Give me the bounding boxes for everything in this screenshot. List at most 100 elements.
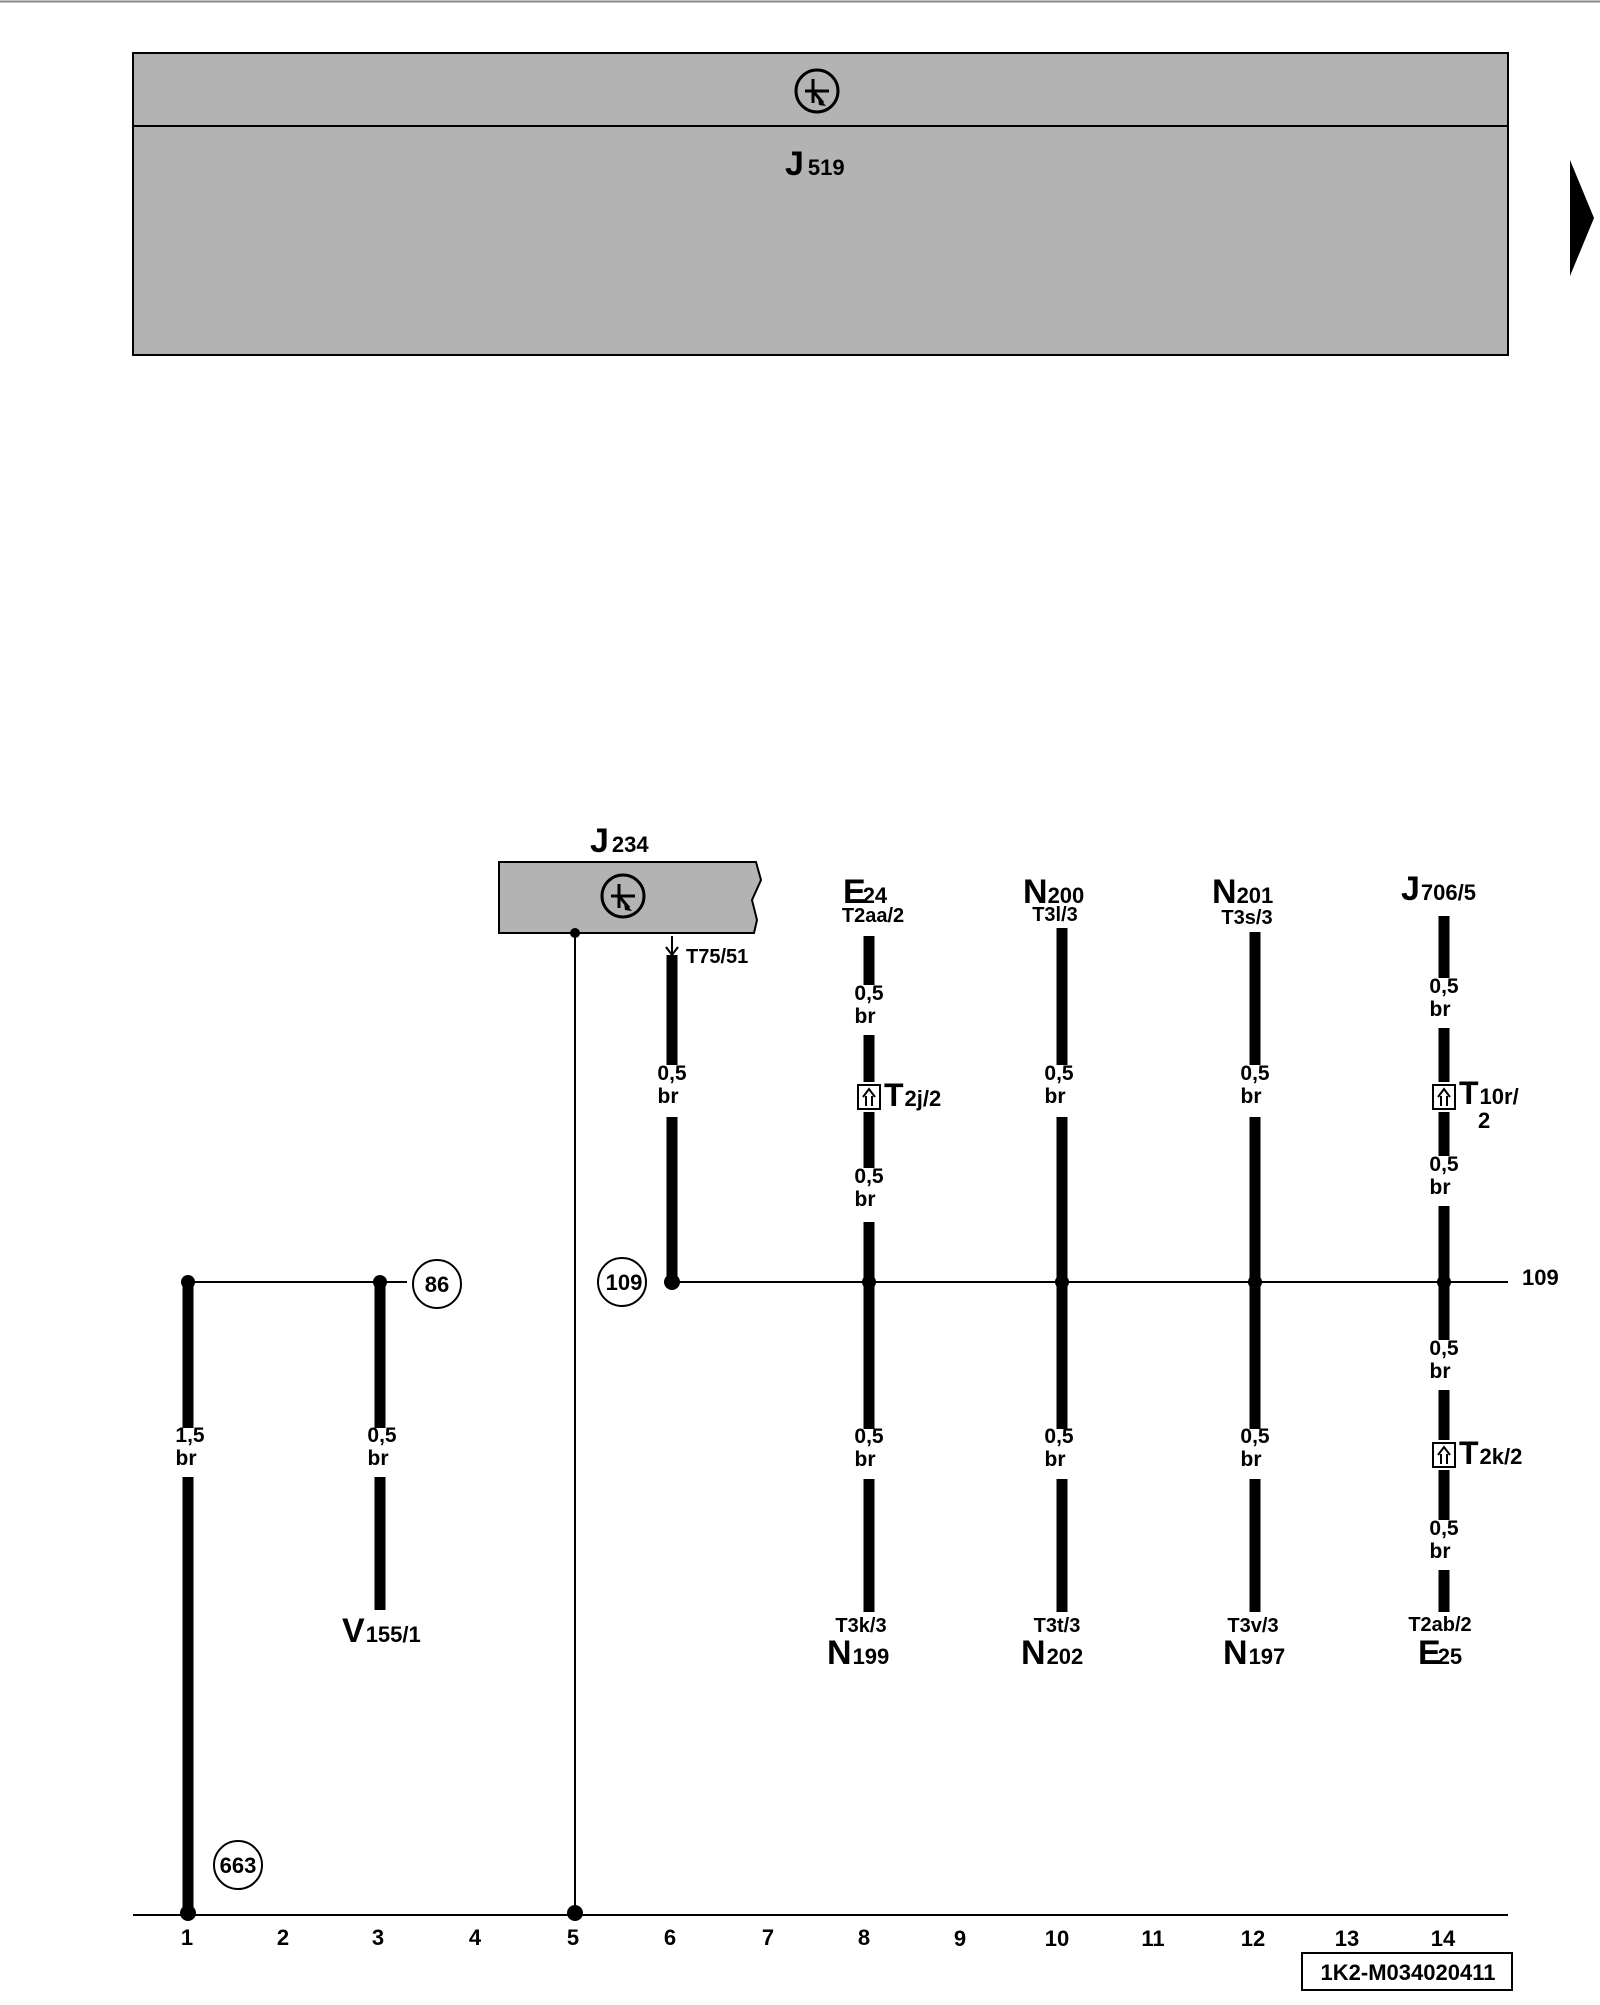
component-v155: V155/1 [342, 1612, 421, 1650]
wire-size: 0,5 [1044, 1425, 1074, 1448]
connector-icon [1432, 1084, 1456, 1110]
transistor-symbol-icon [600, 873, 646, 919]
wire-size: 0,5 [1240, 1062, 1270, 1085]
e25-pin: T2ab/2 [1408, 1614, 1471, 1636]
wire-color: br [855, 1448, 876, 1471]
component-j706: J706/5 [1401, 870, 1476, 908]
axis-number: 12 [1241, 1926, 1265, 1951]
j519-number: 519 [808, 155, 845, 180]
n201-letter: N [1212, 873, 1237, 911]
n199-letter: N [827, 1634, 852, 1672]
e24-pin: T2aa/2 [842, 905, 904, 927]
svg-text:E24: E24 [843, 873, 888, 911]
axis-number: 13 [1335, 1926, 1359, 1951]
connector-t10r[interactable]: T10r/ 2 [1432, 1075, 1519, 1133]
diagram-id: 1K2-M034020411 [1301, 1952, 1513, 1991]
svg-text:N200: N200 [1023, 873, 1084, 911]
transistor-symbol-icon [794, 68, 840, 114]
t2k-letter: T [1459, 1435, 1479, 1471]
component-e25: T2ab/2 E25 [1408, 1614, 1471, 1672]
reference-663[interactable]: 663 [213, 1840, 263, 1890]
wire-color: br [176, 1447, 197, 1470]
n200-letter: N [1023, 873, 1048, 911]
wire-size: 0,5 [1429, 1517, 1459, 1540]
wire-color: br [855, 1188, 876, 1211]
wire-color: br [1430, 1360, 1451, 1383]
svg-text:V155/1: V155/1 [342, 1612, 421, 1650]
n197-pin: T3v/3 [1227, 1615, 1278, 1637]
wire-size: 0,5 [1429, 975, 1459, 998]
wire-color: br [1241, 1448, 1262, 1471]
svg-text:T2j/2: T2j/2 [884, 1077, 941, 1113]
e24-letter: E [843, 873, 866, 911]
axis-number: 14 [1431, 1926, 1456, 1951]
j706-number: 706/5 [1421, 880, 1476, 905]
reference-663-label: 663 [220, 1853, 257, 1878]
n202-letter: N [1021, 1634, 1046, 1672]
component-e24: E24 T2aa/2 [842, 873, 904, 927]
connector-icon [1432, 1442, 1456, 1468]
svg-text:T10r/: T10r/ [1459, 1075, 1519, 1111]
t2j-number: 2j/2 [905, 1086, 942, 1111]
component-n202: T3t/3 N202 [1021, 1615, 1083, 1672]
wire-color: br [1430, 998, 1451, 1021]
axis-number: 5 [567, 1925, 579, 1950]
svg-text:T2k/2: T2k/2 [1459, 1435, 1522, 1471]
component-n201: N201 T3s/3 [1212, 873, 1273, 929]
connector-t2k[interactable]: T2k/2 [1432, 1435, 1522, 1471]
t10r-number-line2: 2 [1478, 1108, 1490, 1133]
svg-text:N197: N197 [1223, 1634, 1285, 1672]
connector-icon [857, 1084, 881, 1110]
v155-letter: V [342, 1612, 365, 1650]
wire-color: br [658, 1085, 679, 1108]
wire-size: 0,5 [854, 1425, 884, 1448]
junction-dot [181, 1275, 195, 1289]
column-axis: 1 2 3 4 5 6 7 8 9 10 11 12 13 14 [181, 1925, 1456, 1951]
wire-size: 0,5 [854, 1165, 884, 1188]
axis-number: 1 [181, 1925, 193, 1950]
svg-text:N201: N201 [1212, 873, 1273, 911]
component-n197: T3v/3 N197 [1223, 1615, 1285, 1672]
axis-number: 9 [954, 1926, 966, 1951]
axis-number: 10 [1045, 1926, 1069, 1951]
wire-color: br [1241, 1085, 1262, 1108]
pin-arrow-icon [665, 936, 679, 957]
n202-pin: T3t/3 [1034, 1615, 1081, 1637]
junction-dot [373, 1275, 387, 1289]
wire-color: br [855, 1005, 876, 1028]
junction-dot [862, 1275, 876, 1289]
svg-text:E25: E25 [1418, 1634, 1462, 1672]
wire-size: 0,5 [657, 1062, 687, 1085]
n199-pin: T3k/3 [835, 1615, 886, 1637]
reference-109[interactable]: 109 [597, 1257, 647, 1307]
junction-dot [1248, 1275, 1262, 1289]
n201-number: 201 [1237, 883, 1274, 908]
junction-dot [570, 928, 580, 938]
junction-dots [180, 928, 1451, 1921]
reference-86[interactable]: 86 [412, 1259, 462, 1309]
wire-size: 1,5 [175, 1424, 205, 1447]
diagram-id-label: 1K2-M034020411 [1321, 1960, 1496, 1985]
connector-t2j[interactable]: T2j/2 [857, 1077, 941, 1113]
wire-color: br [1045, 1085, 1066, 1108]
right-arrow-icon[interactable] [1570, 160, 1594, 276]
n202-number: 202 [1047, 1644, 1084, 1669]
thick-wires [182, 916, 1450, 1915]
e24-number: 24 [863, 883, 888, 908]
wire-color: br [368, 1447, 389, 1470]
reference-86-label: 86 [425, 1272, 449, 1297]
t2j-letter: T [884, 1077, 904, 1113]
axis-number: 2 [277, 1925, 289, 1950]
t10r-number: 10r/ [1480, 1084, 1519, 1109]
junction-dot [664, 1274, 680, 1290]
wire-size: 0,5 [1429, 1153, 1459, 1176]
component-n200: N200 T3l/3 [1023, 873, 1084, 926]
svg-text:N202: N202 [1021, 1634, 1083, 1672]
t10r-letter: T [1459, 1075, 1479, 1111]
n200-number: 200 [1048, 883, 1085, 908]
j519-body [132, 125, 1509, 356]
t2k-number: 2k/2 [1480, 1444, 1523, 1469]
